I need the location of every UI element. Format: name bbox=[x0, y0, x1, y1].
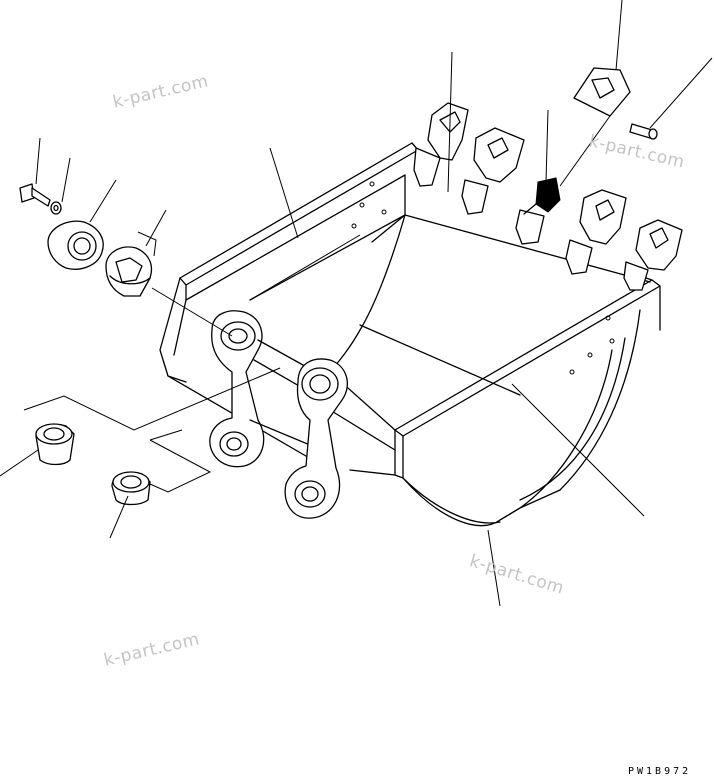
washer bbox=[50, 201, 62, 215]
assembly-guide-lines bbox=[23, 231, 361, 493]
bolt bbox=[19, 183, 51, 207]
leader-lines bbox=[0, 0, 713, 607]
pin-boss-ring bbox=[47, 220, 104, 270]
mounting-bracket-left bbox=[209, 310, 331, 468]
dust-seal bbox=[111, 471, 151, 506]
shim-set bbox=[105, 246, 153, 297]
mounting-bracket-right bbox=[284, 358, 348, 519]
bucket-body bbox=[159, 142, 661, 527]
bucket-teeth-row bbox=[413, 67, 683, 291]
bushing bbox=[35, 423, 75, 466]
drawing-code-label: PW1B972 bbox=[628, 766, 692, 777]
